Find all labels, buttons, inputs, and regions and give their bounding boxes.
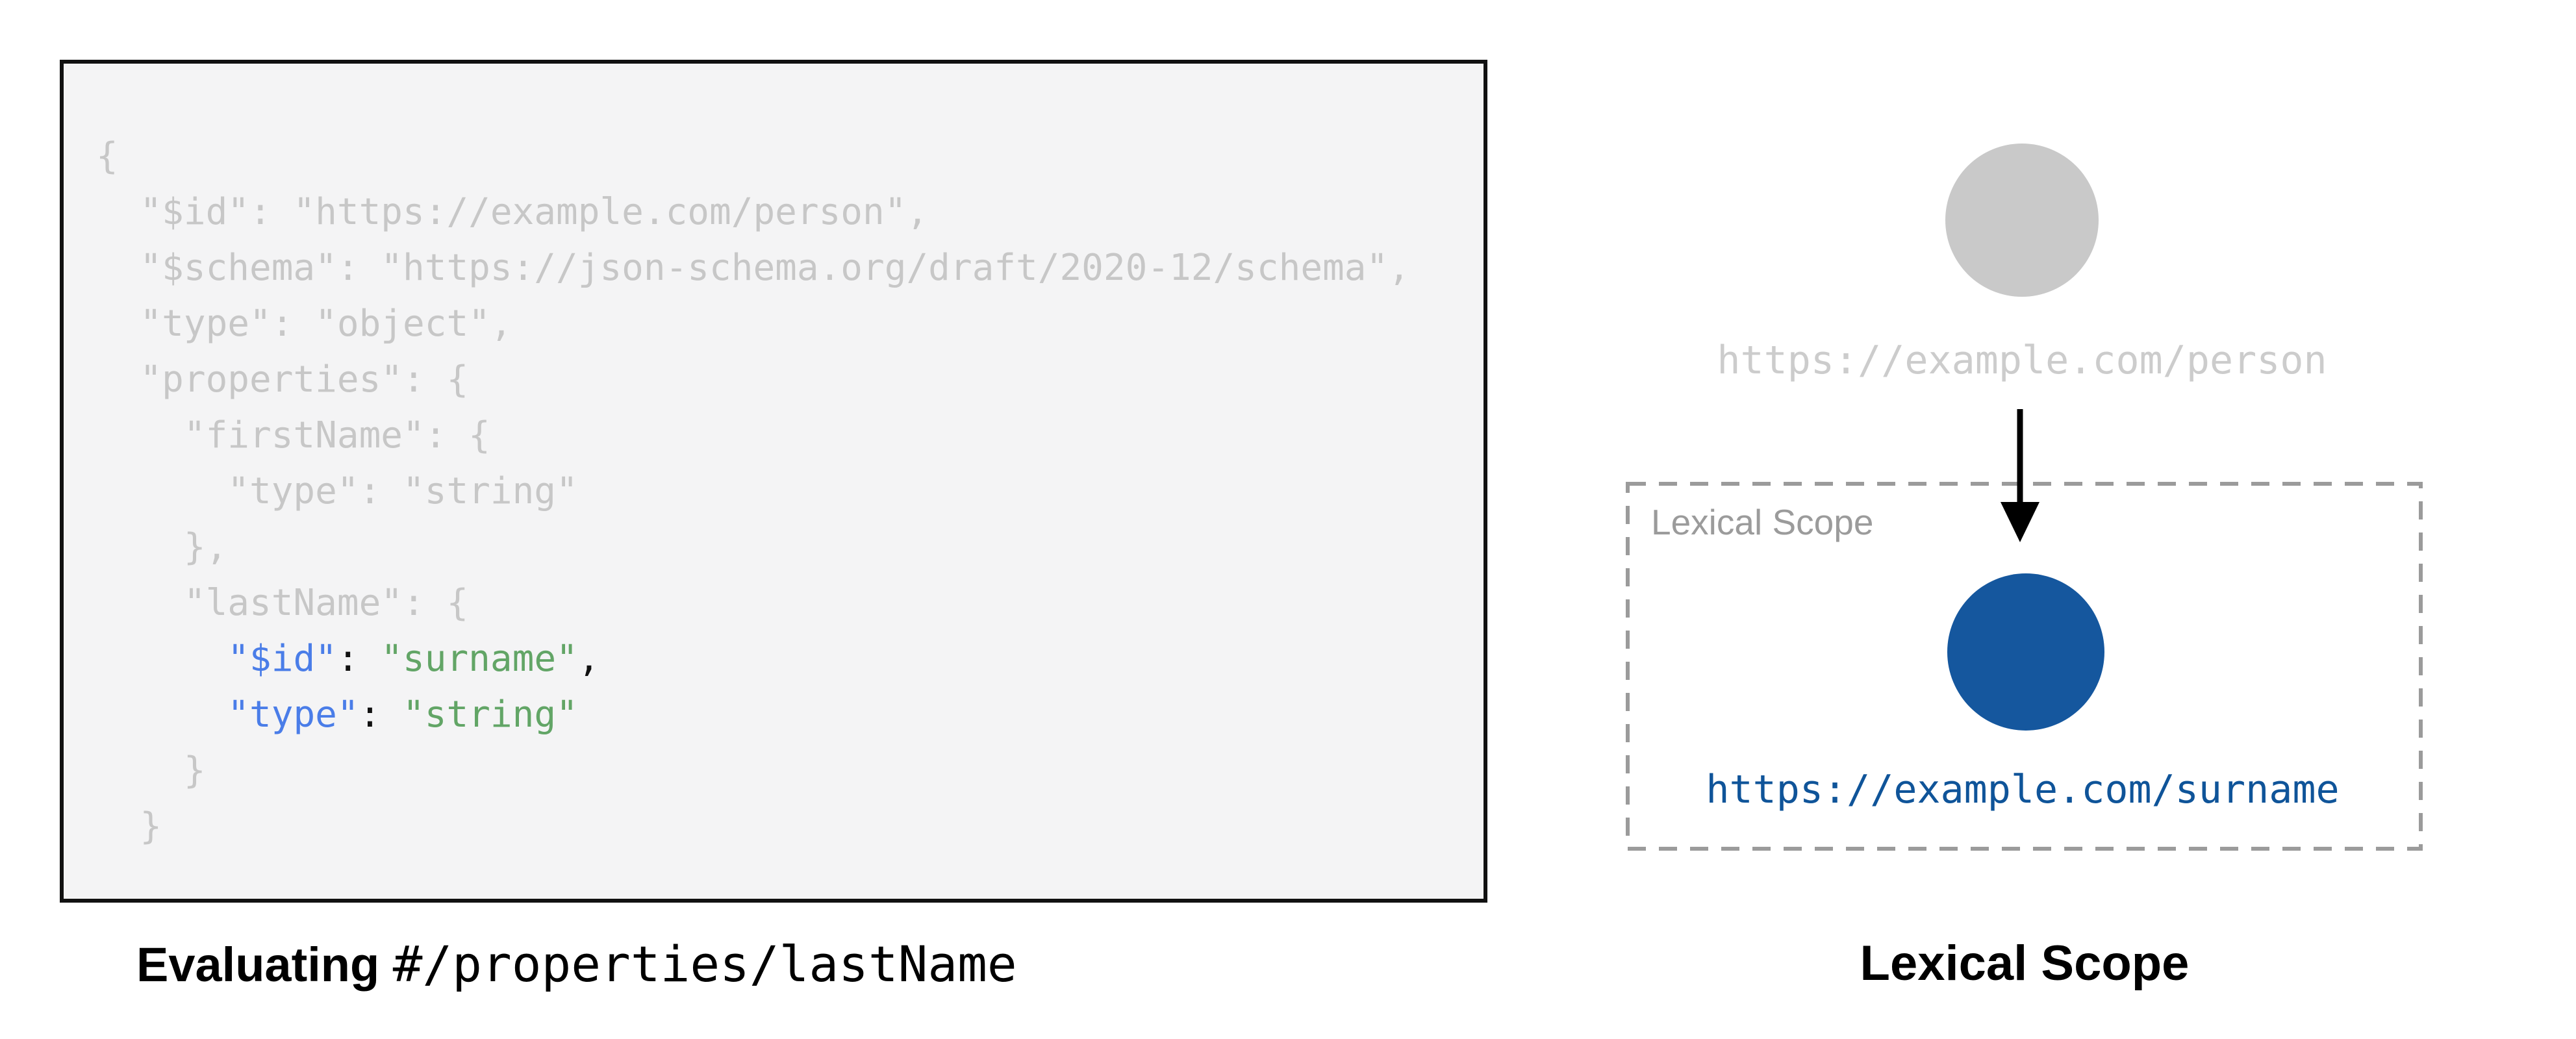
down-arrow-icon [2001,409,2039,542]
code-line: } [96,799,1477,855]
code-line: "$id": "surname", [96,631,1477,687]
code-token: "type": "string" [96,470,578,512]
code-token: "surname" [381,638,578,680]
code-block: { "$id": "https://example.com/person", "… [96,129,1477,860]
code-line: "properties": { [96,352,1477,408]
code-token: } [96,805,162,847]
right-caption: Lexical Scope [1860,936,2190,991]
code-line: "$id": "https://example.com/person", [96,184,1477,240]
arrow-head [2001,502,2039,542]
code-line: "type": "string" [96,464,1477,520]
caption-evaluating-label: Evaluating [136,938,380,992]
code-line: "type": "string" [96,687,1477,743]
code-token: , [577,638,600,680]
code-line: "$schema": "https://json-schema.org/draf… [96,240,1477,296]
caption-json-pointer: #/properties/lastName [392,935,1017,993]
code-token: "lastName": { [96,582,469,624]
code-token: "type" [227,694,359,736]
code-line: { [96,129,1477,184]
code-token: "properties": { [96,358,469,401]
code-line: "type": "object", [96,296,1477,352]
code-token: }, [96,526,228,568]
code-token: "string" [403,694,578,736]
code-token: "$id": "https://example.com/person", [96,191,929,233]
code-token: "firstName": { [96,414,490,457]
code-token: "$id" [227,638,337,680]
code-line: } [96,743,1477,799]
code-line: }, [96,520,1477,575]
schema-code-panel: { "$id": "https://example.com/person", "… [60,60,1487,903]
parent-node-uri: https://example.com/person [1717,338,2327,383]
code-token: : [336,638,381,680]
code-token: { [96,135,118,177]
lexical-scope-box-label: Lexical Scope [1651,502,1874,542]
child-node-uri: https://example.com/surname [1706,767,2340,812]
code-token: "$schema": "https://json-schema.org/draf… [96,247,1410,289]
left-caption: Evaluating #/properties/lastName [136,935,1017,1007]
code-token: : [359,694,403,736]
code-line: "firstName": { [96,408,1477,464]
code-line: "lastName": { [96,575,1477,631]
lexical-scope-dashed-border [1626,482,2423,851]
parent-schema-node-circle [1945,144,2099,297]
child-schema-node-circle [1947,573,2104,731]
scope-and-arrow-graphic [1626,409,2423,851]
code-token: } [96,749,206,792]
code-token: "type": "object", [96,303,512,345]
